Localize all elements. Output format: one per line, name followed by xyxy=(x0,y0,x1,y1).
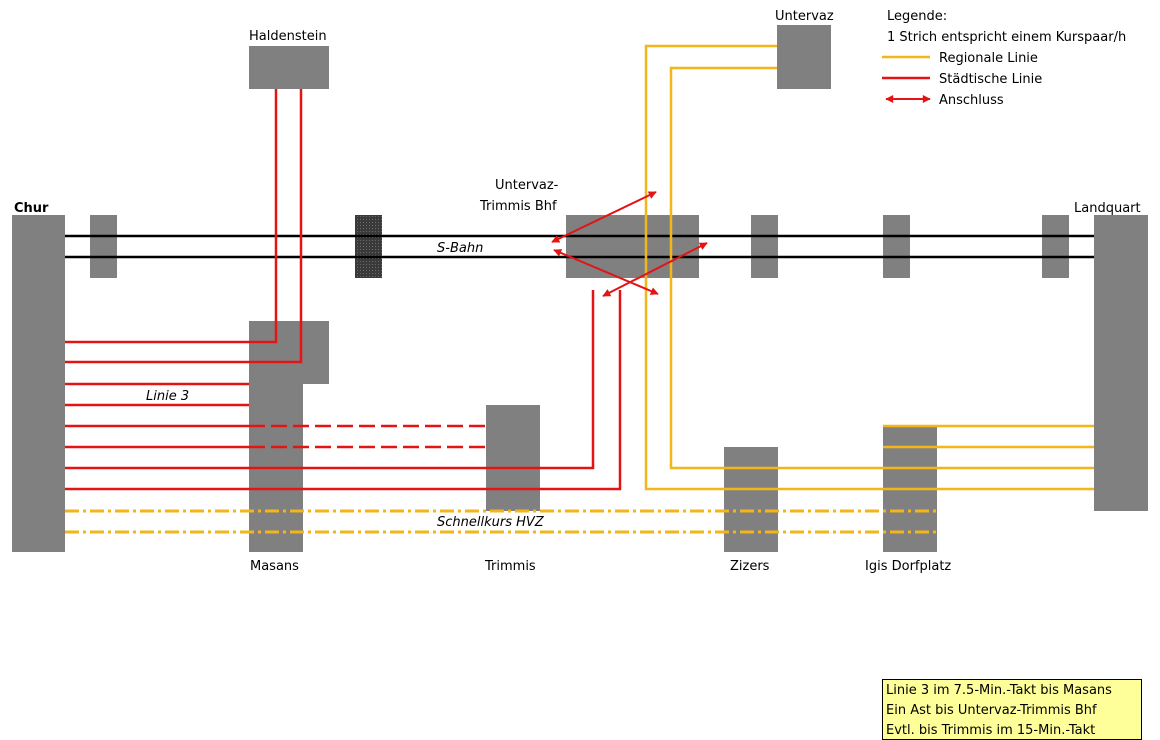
label-zizers: Zizers xyxy=(730,559,770,574)
label-linie-3: Linie 3 xyxy=(146,389,189,404)
urban-line-untervaz-bhf-1 xyxy=(65,290,595,470)
station-chur xyxy=(12,215,65,552)
legend-connection-label: Anschluss xyxy=(939,93,1004,108)
note-line-1: Linie 3 im 7.5-Min.-Takt bis Masans xyxy=(886,683,1112,698)
legend-title: Legende: xyxy=(887,9,947,24)
legend-regional-label: Regionale Linie xyxy=(939,51,1038,66)
station-haldenstein xyxy=(249,46,329,89)
schnellkurs-lines xyxy=(65,509,937,534)
note-box: Linie 3 im 7.5-Min.-Takt bis Masans Ein … xyxy=(882,679,1142,740)
station-untervaz xyxy=(777,25,831,89)
connection-arrows xyxy=(551,191,708,297)
station-zizers xyxy=(724,447,778,552)
regional-line-untervaz-outer xyxy=(644,44,1094,491)
legend: Legende: 1 Strich entspricht einem Kursp… xyxy=(882,9,1126,108)
label-masans: Masans xyxy=(250,559,299,574)
label-igis-dorfplatz: Igis Dorfplatz xyxy=(865,559,951,574)
station-trimmis xyxy=(486,405,540,511)
connection-arrow-1 xyxy=(551,191,657,243)
label-schnellkurs: Schnellkurs HVZ xyxy=(437,515,545,530)
station-sbahn-stop-4 xyxy=(1042,215,1069,278)
station-landquart xyxy=(1094,215,1148,511)
label-untervaz-trimmis-1: Untervaz- xyxy=(495,178,559,193)
urban-line-haldenstein-2 xyxy=(65,89,303,364)
station-sbahn-stop-1 xyxy=(90,215,117,278)
legend-subtitle: 1 Strich entspricht einem Kurspaar/h xyxy=(887,30,1126,45)
label-untervaz: Untervaz xyxy=(775,9,834,24)
regional-lines xyxy=(644,44,1094,491)
regional-line-untervaz-inner xyxy=(669,66,1094,470)
urban-line-haldenstein-1 xyxy=(65,89,278,344)
station-untervaz-trimmis-bhf xyxy=(566,215,699,278)
label-haldenstein: Haldenstein xyxy=(249,29,327,44)
station-masans xyxy=(249,321,303,552)
label-sbahn: S-Bahn xyxy=(437,241,483,256)
note-line-3: Evtl. bis Trimmis im 15-Min.-Takt xyxy=(886,723,1096,738)
label-trimmis: Trimmis xyxy=(484,559,536,574)
label-chur: Chur xyxy=(14,201,49,216)
station-sbahn-stop-hatched xyxy=(355,215,382,278)
urban-line-untervaz-bhf-2 xyxy=(65,290,622,491)
legend-urban-label: Städtische Linie xyxy=(939,72,1042,87)
label-untervaz-trimmis-2: Trimmis Bhf xyxy=(479,199,557,214)
station-sbahn-stop-2 xyxy=(751,215,778,278)
station-sbahn-stop-3 xyxy=(883,215,910,278)
connection-arrow-3 xyxy=(602,242,708,297)
note-line-2: Ein Ast bis Untervaz-Trimmis Bhf xyxy=(886,703,1097,718)
label-landquart: Landquart xyxy=(1074,201,1141,216)
urban-lines xyxy=(65,89,622,491)
